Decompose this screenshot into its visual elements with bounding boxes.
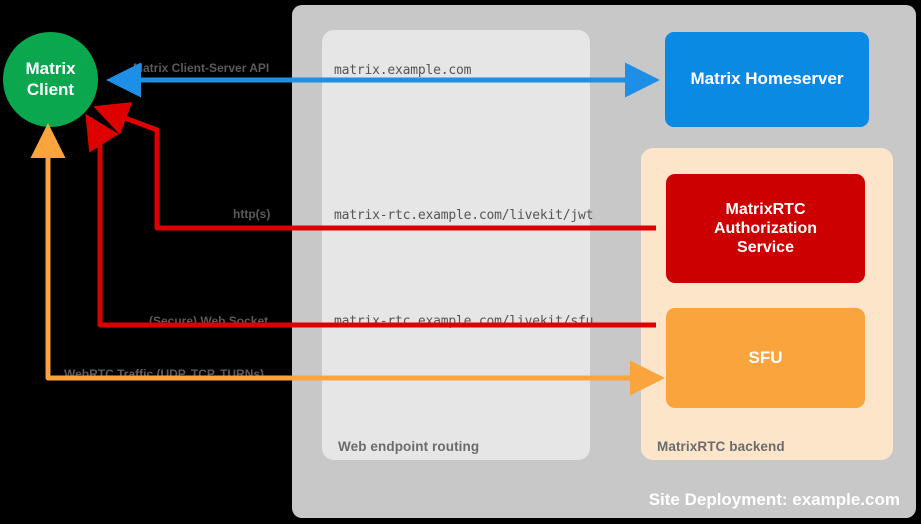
web-endpoint-routing-container: [322, 30, 590, 460]
matrixrtc-authorization-service-node[interactable]: MatrixRTC Authorization Service: [666, 174, 865, 283]
endpoint-livekit-jwt: matrix-rtc.example.com/livekit/jwt: [334, 208, 594, 223]
arrow-http-jwt: [93, 102, 656, 231]
sfu-label: SFU: [748, 347, 783, 367]
auth-label-line1: MatrixRTC: [725, 200, 806, 218]
auth-label-line2: Authorization: [713, 219, 818, 237]
protocol-label-https: http(s): [233, 207, 271, 221]
matrix-client-label-line2: Client: [26, 79, 75, 99]
auth-label-line3: Service: [737, 239, 794, 257]
matrix-homeserver-node[interactable]: Matrix Homeserver: [665, 32, 869, 127]
sfu-node[interactable]: SFU: [666, 308, 865, 408]
web-endpoint-routing-label: Web endpoint routing: [338, 439, 480, 454]
matrix-client-label-line1: Matrix: [25, 59, 76, 79]
site-deployment-label: Site Deployment: example.com: [648, 490, 900, 509]
matrix-client-node[interactable]: Matrix Client: [3, 32, 98, 127]
matrix-homeserver-label: Matrix Homeserver: [690, 69, 844, 89]
arrow-webrtc-traffic: [30, 123, 656, 381]
matrixrtc-backend-label: MatrixRTC backend: [657, 439, 785, 454]
arrow-websocket-sfu: [85, 113, 656, 328]
